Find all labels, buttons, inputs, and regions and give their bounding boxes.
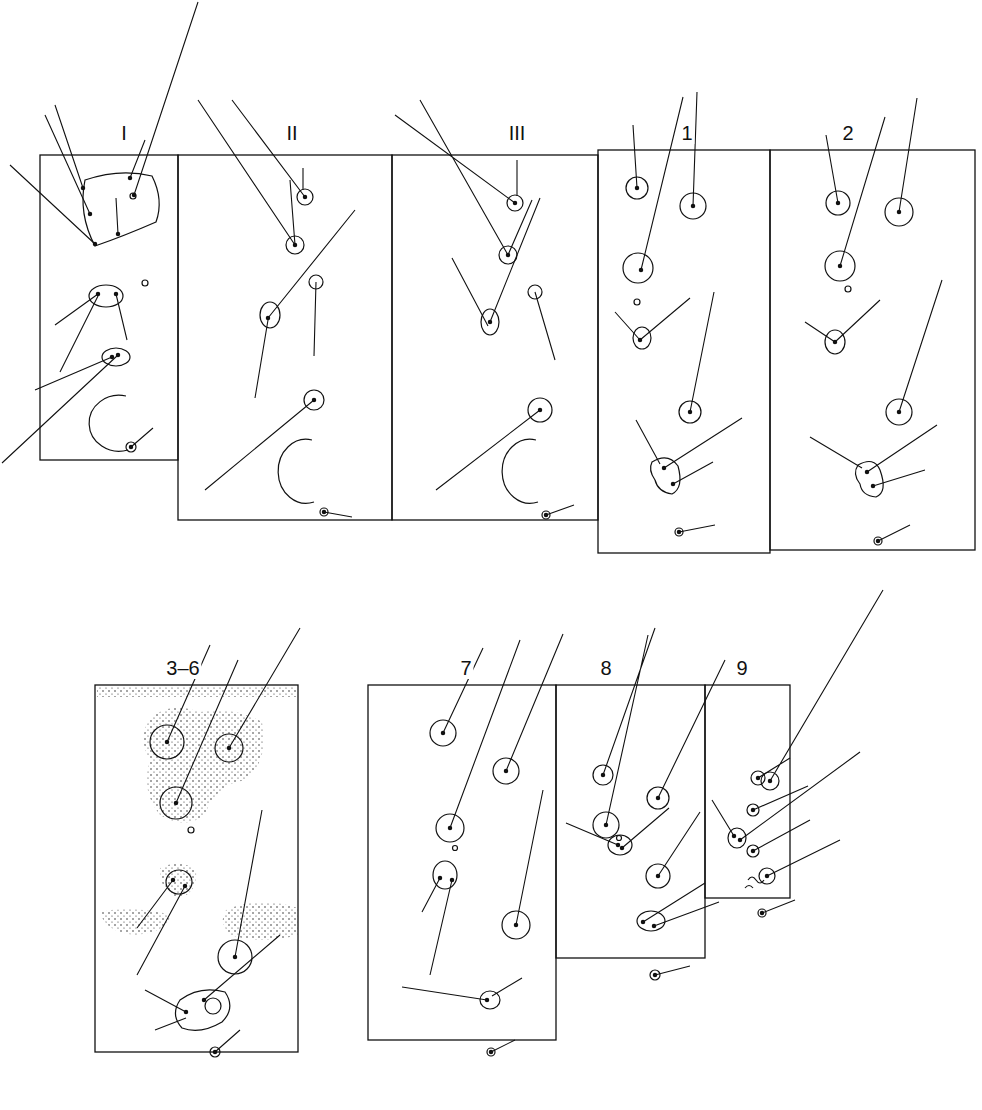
panel-label: 1 — [679, 122, 694, 144]
stipple-area — [143, 708, 263, 823]
pinaculum-outline — [623, 253, 653, 283]
pinaculum-outline — [278, 439, 314, 503]
pinaculum-outline — [205, 998, 221, 1014]
segment-panel — [392, 155, 598, 520]
panel-label: 2 — [840, 122, 855, 144]
segment-panel — [368, 685, 556, 1040]
pinaculum-outline — [166, 870, 192, 894]
stipple-area — [160, 863, 196, 898]
pinaculum-outline — [651, 458, 680, 494]
seta-line — [2, 2, 942, 1052]
pinaculum-outline — [617, 836, 622, 841]
pinaculum-outline — [745, 877, 764, 888]
segment-panel — [598, 150, 770, 553]
pinaculum-outline — [142, 280, 148, 286]
stipple-area — [97, 686, 296, 697]
segment-panel — [40, 155, 178, 460]
pinaculum-outline — [188, 827, 194, 833]
pinaculum-outline — [845, 286, 851, 292]
pinaculum-outline — [634, 299, 640, 305]
panel-label: 9 — [734, 657, 749, 679]
pinaculum-outline — [480, 991, 500, 1009]
panel-label: 3–6 — [164, 657, 201, 679]
segment-panel — [95, 685, 298, 1052]
stipple-area — [100, 909, 170, 935]
pinaculum-outline — [89, 395, 128, 451]
panel-label: III — [507, 122, 528, 144]
pinaculum-outline — [502, 439, 538, 503]
panel-label: I — [119, 122, 129, 144]
segment-panel — [178, 155, 392, 520]
setal-socket — [83, 178, 899, 1052]
panel-label: 8 — [598, 657, 613, 679]
segment-panel — [556, 685, 705, 958]
segment-panel — [705, 685, 790, 898]
stipple-area — [223, 902, 298, 940]
pinaculum-outline — [83, 173, 159, 246]
panel-label: II — [284, 122, 299, 144]
pinaculum-outline — [453, 846, 458, 851]
segment-panel — [770, 150, 975, 550]
panel-label: 7 — [458, 657, 473, 679]
